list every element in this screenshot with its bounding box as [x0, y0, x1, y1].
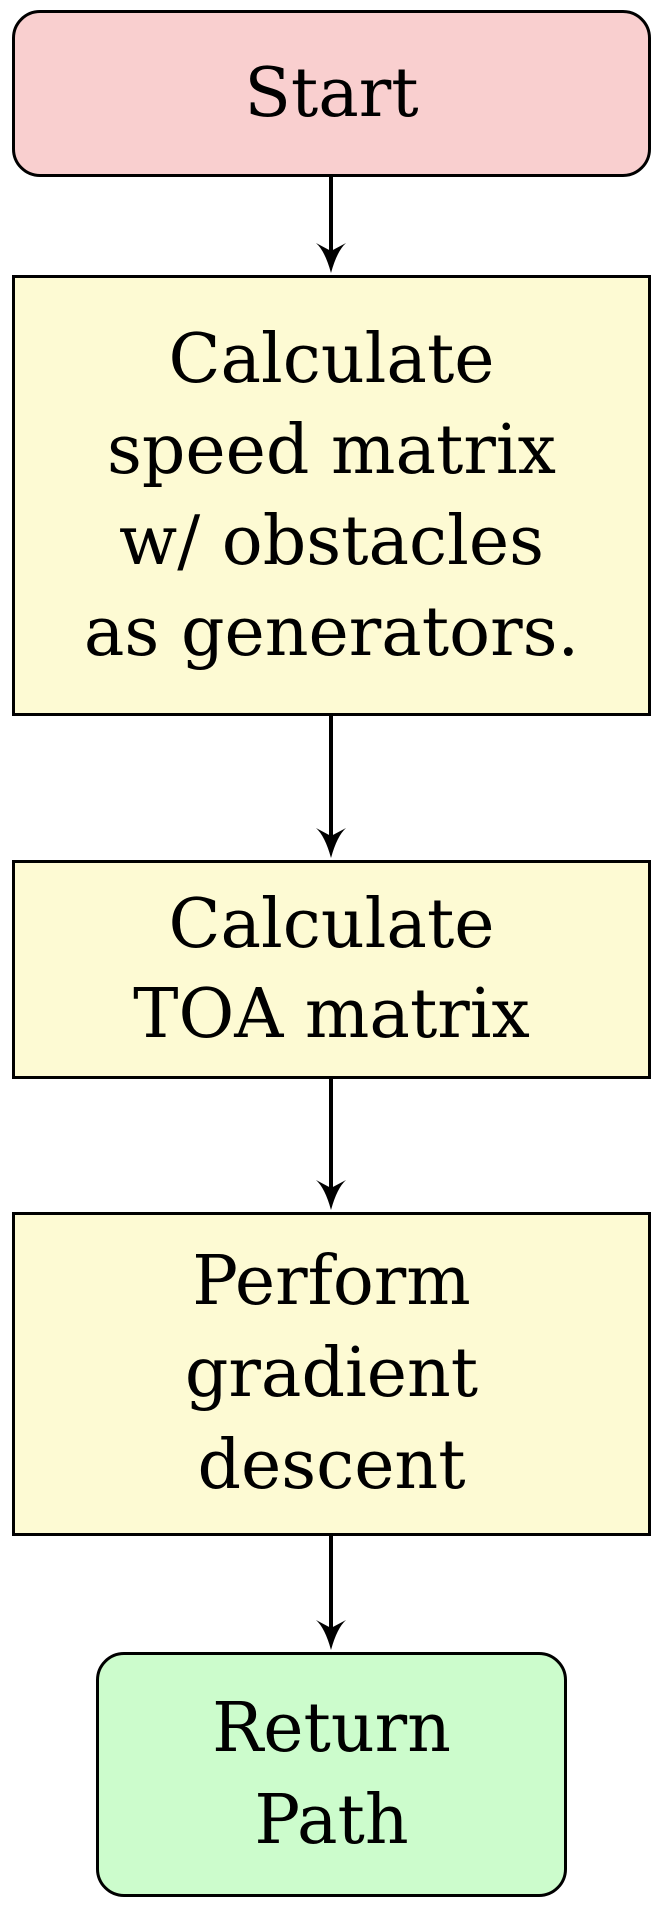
gradient-label-line-3: descent	[197, 1426, 466, 1505]
speed-matrix-label-line-1: Calculate	[168, 319, 495, 399]
speed-matrix-label-line-4: as generators.	[83, 592, 580, 672]
return-path-node: Return Path	[96, 1652, 567, 1897]
calculate-toa-matrix-node: Calculate TOA matrix	[12, 860, 651, 1079]
arrowhead-gradient-to-return_path	[316, 1620, 346, 1650]
arrowhead-start-to-speed_matrix	[316, 243, 346, 273]
return-path-label-line-1: Return	[212, 1688, 451, 1768]
return-path-label-line-2: Path	[254, 1780, 409, 1860]
speed-matrix-label-line-3: w/ obstacles	[119, 501, 544, 581]
gradient-label-line-1: Perform	[192, 1242, 471, 1321]
arrowhead-speed_matrix-to-toa_matrix	[316, 828, 346, 858]
start-node: Start	[12, 10, 651, 177]
gradient-label-line-2: gradient	[184, 1334, 479, 1413]
gradient-descent-node: Perform gradient descent	[12, 1212, 651, 1536]
speed-matrix-label-line-2: speed matrix	[106, 410, 556, 490]
toa-matrix-label-line-2: TOA matrix	[133, 974, 530, 1054]
arrowhead-toa_matrix-to-gradient	[316, 1180, 346, 1210]
calculate-speed-matrix-node: Calculate speed matrix w/ obstacles as g…	[12, 275, 651, 716]
toa-matrix-label-line-1: Calculate	[168, 884, 495, 964]
start-node-label: Start	[244, 53, 419, 133]
